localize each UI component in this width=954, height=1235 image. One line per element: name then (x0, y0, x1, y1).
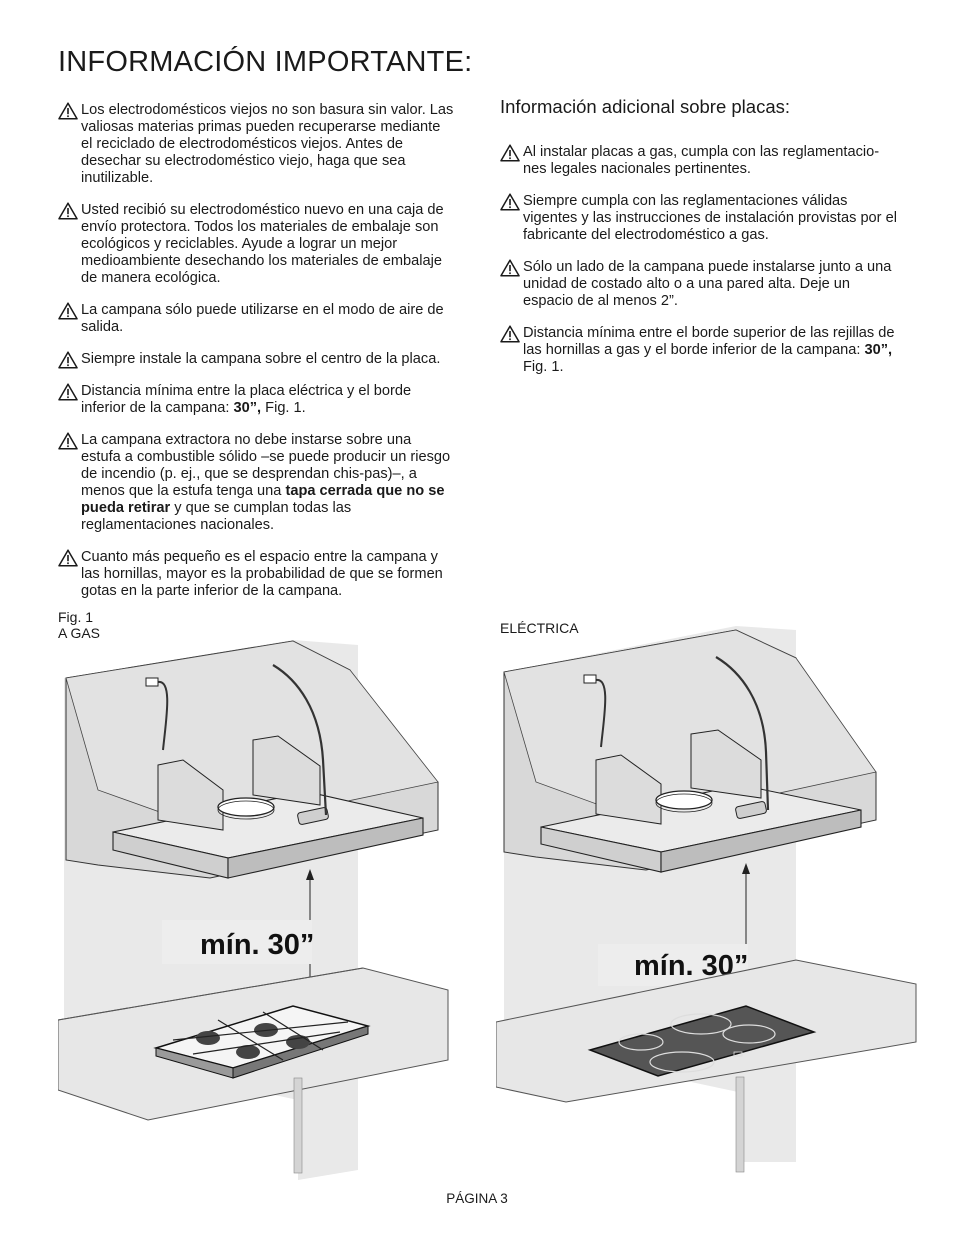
info-item: Cuanto más pequeño es el espacio entre l… (58, 549, 454, 600)
burner-grates (172, 1011, 349, 1061)
item-text-after: Fig. 1. (261, 400, 306, 416)
exhaust-collar-rim (655, 793, 713, 813)
dimension-arrow-up (742, 863, 750, 874)
heating-zone (722, 1024, 776, 1044)
power-cord (595, 679, 607, 748)
cooktop-side-edge (232, 1025, 369, 1079)
warning-triangle-icon (58, 302, 78, 320)
info-item: Los electrodomésticos viejos no son basu… (58, 102, 454, 187)
heating-zone (670, 1013, 732, 1035)
left-column: Los electrodomésticos viejos no son basu… (58, 102, 454, 615)
cabinet-edge (735, 1076, 745, 1173)
mount-bracket (252, 735, 321, 806)
warning-triangle-icon (500, 259, 520, 277)
gas-installation-illustration: mín. 30” (58, 640, 449, 1180)
gas-dimension-text: mín. 30” (200, 929, 314, 961)
gas-burner (236, 1045, 260, 1059)
wire-conduit (715, 656, 770, 811)
info-item: Siempre cumpla con las reglamentaciones … (500, 193, 900, 244)
info-item: Al instalar placas a gas, cumpla con las… (500, 144, 900, 178)
warning-triangle-icon (58, 351, 78, 369)
figure-number: Fig. 1 (58, 609, 94, 625)
cabinet-edge (293, 1077, 303, 1174)
info-item: La campana extractora no debe instarse s… (58, 432, 454, 534)
info-item: Distancia mínima entre el borde superior… (500, 325, 900, 376)
item-text: Cuanto más pequeño es el espacio entre l… (81, 549, 443, 599)
info-item: Usted recibió su electrodoméstico nuevo … (58, 202, 454, 287)
hood-side-face (660, 809, 862, 873)
heating-zone (649, 1051, 715, 1073)
item-text-after: y que se cumplan todas las reglamentacio… (81, 500, 352, 533)
right-column: Información adicional sobre placas: Al i… (500, 96, 900, 391)
mount-bracket (690, 729, 762, 799)
electric-caption: ELÉCTRICA (500, 620, 579, 636)
power-cord (157, 681, 169, 751)
figure-label-block: Fig. 1 A GAS (58, 609, 100, 641)
warning-triangle-icon (500, 144, 520, 162)
info-item: La campana sólo puede utilizarse en el m… (58, 302, 454, 336)
item-text: Distancia mínima entre la placa eléctric… (81, 383, 412, 416)
wire-conduit (272, 664, 328, 816)
item-bold: 30”, (864, 342, 893, 358)
item-bold: 30”, (233, 400, 262, 416)
item-text: Los electrodomésticos viejos no son basu… (81, 102, 454, 186)
warning-triangle-icon (58, 102, 78, 120)
warning-triangle-icon (58, 432, 78, 450)
junction-box (735, 801, 767, 819)
item-text: La campana extractora no debe instarse s… (81, 432, 451, 499)
counter-edge (58, 967, 364, 1021)
gas-burner (196, 1031, 220, 1045)
power-plug (583, 674, 597, 684)
info-item: Siempre instale la campana sobre el cent… (58, 351, 454, 369)
info-item: Distancia mínima entre la placa eléctric… (58, 383, 454, 417)
section-subtitle: Información adicional sobre placas: (500, 96, 790, 117)
warning-triangle-icon (500, 193, 520, 211)
item-text: Sólo un lado de la campana puede instala… (523, 259, 892, 309)
electric-cooktop (587, 1005, 817, 1077)
heating-zone (618, 1033, 664, 1051)
item-text: Distancia mínima entre el borde superior… (523, 325, 895, 358)
power-plug (145, 677, 159, 687)
page-number: PÁGINA 3 (446, 1191, 508, 1206)
warning-triangle-icon (58, 383, 78, 401)
warning-triangle-icon (58, 202, 78, 220)
item-bold: tapa cerrada que no se pueda retirar (81, 483, 445, 516)
info-item: Sólo un lado de la campana puede instala… (500, 259, 900, 310)
item-text: Usted recibió su electrodoméstico nuevo … (81, 202, 444, 286)
warning-triangle-icon (500, 325, 520, 343)
item-text-after: Fig. 1. (523, 359, 564, 375)
exhaust-collar-rim (217, 800, 275, 820)
junction-box (297, 807, 329, 825)
item-text: Siempre instale la campana sobre el cent… (81, 351, 441, 367)
item-text: La campana sólo puede utilizarse en el m… (81, 302, 444, 335)
item-text: Siempre cumpla con las reglamentaciones … (523, 193, 897, 243)
control-indicator (733, 1051, 743, 1057)
dimension-label-bg (162, 920, 312, 964)
item-text: Al instalar placas a gas, cumpla con las… (523, 144, 880, 177)
electric-installation-illustration: mín. 30” (496, 626, 917, 1173)
gas-caption: A GAS (58, 625, 101, 641)
dimension-arrow-up (306, 869, 314, 880)
hood-side-face (227, 817, 424, 879)
warning-triangle-icon (58, 549, 78, 567)
page-title: INFORMACIÓN IMPORTANTE: (58, 46, 473, 78)
